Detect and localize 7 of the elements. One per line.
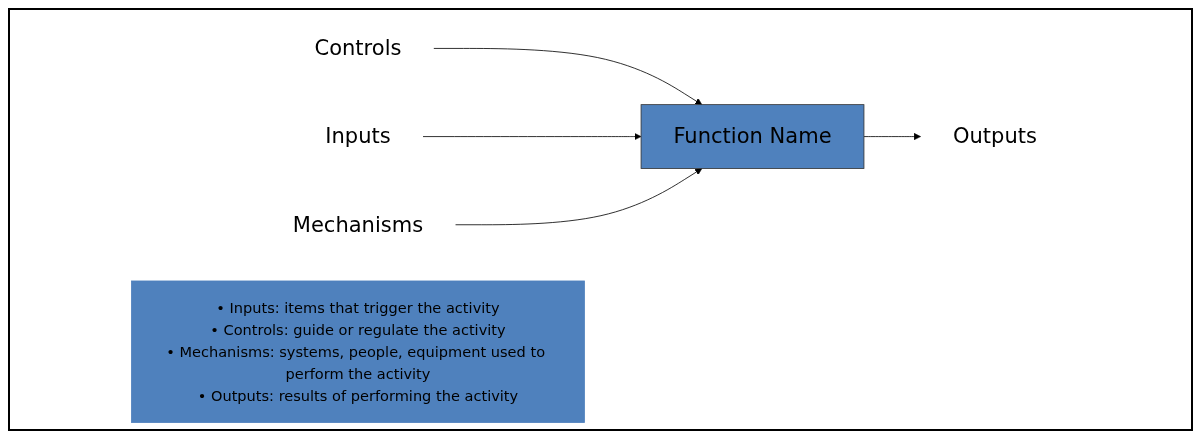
node-text: Controls <box>314 35 402 61</box>
diagram-frame: Controls Inputs Function Name Outputs Mechanisms • Inputs: items that trigger the activity • Controls: guide or regulate the activity • Mechanisms: systems, people, equipment used to perform the activity • Outputs: results of performing the activity <box>8 8 1193 431</box>
node-text: Inputs <box>325 124 391 149</box>
node-box <box>640 104 865 169</box>
node-box <box>131 280 585 423</box>
node-text: Outputs <box>953 124 1038 149</box>
node-text: Mechanisms <box>292 212 424 237</box>
